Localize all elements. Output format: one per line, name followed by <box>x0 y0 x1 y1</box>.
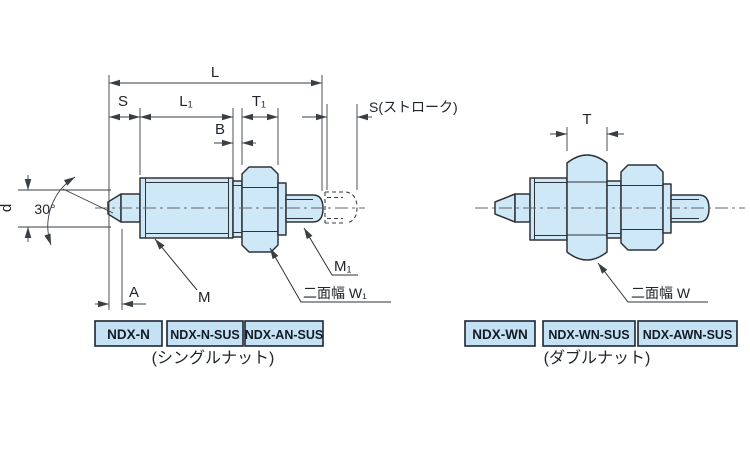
left-caption: (シングルナット) <box>152 349 275 367</box>
leader-label-M: M <box>198 289 211 306</box>
left-exposed-thread <box>232 180 243 238</box>
angle-construction-line <box>62 188 114 214</box>
model-label-ndx-an-sus: NDX-AN-SUS <box>245 328 323 342</box>
right-plunger-part <box>494 154 710 261</box>
dim-label-L: L <box>211 64 219 81</box>
single-nut-view: L S L₁ T₁ S(ストローク) B A d 30° M M₁ 二面幅 W₁… <box>0 64 458 367</box>
leader-M1 <box>303 227 358 276</box>
model-label-ndx-wn: NDX-WN <box>472 327 528 342</box>
left-model-badges <box>94 320 324 347</box>
right-dimension-lines <box>550 127 624 151</box>
stroke-phantom-outline <box>324 191 358 224</box>
right-hex-nut-1 <box>566 154 608 261</box>
leader-label-M1: M₁ <box>334 258 352 275</box>
dim-label-L1: L₁ <box>179 93 192 110</box>
model-label-ndx-wn-sus: NDX-WN-SUS <box>548 328 629 342</box>
model-label-ndx-awn-sus: NDX-AWN-SUS <box>643 328 733 342</box>
leader-label-W: 二面幅 W <box>631 285 691 301</box>
right-threaded-body <box>529 177 568 241</box>
dim-label-angle: 30° <box>34 201 55 217</box>
model-badge-ndx-n <box>94 320 163 347</box>
dim-label-T: T <box>582 111 591 128</box>
model-badge-ndx-n-sus <box>166 320 244 347</box>
dim-label-stroke: S(ストローク) <box>369 99 458 115</box>
right-model-badges <box>464 320 738 347</box>
dim-label-S: S <box>118 93 128 110</box>
model-label-ndx-n-sus: NDX-N-SUS <box>170 328 239 342</box>
dim-label-d: d <box>0 204 15 212</box>
dim-label-T1: T₁ <box>252 93 266 110</box>
right-exposed-thread <box>606 180 622 239</box>
left-leader-lines <box>154 227 391 303</box>
leader-W <box>597 262 708 303</box>
left-hex-nut <box>241 166 279 253</box>
right-caption: (ダブルナット) <box>544 348 651 367</box>
model-badge-ndx-wn <box>464 320 536 347</box>
double-nut-view: T 二面幅 W NDX-WN NDX-WN-SUS NDX-AWN-SUS (ダ… <box>464 111 745 367</box>
left-nut-washer-face <box>277 182 287 236</box>
leader-label-W1: 二面幅 W₁ <box>303 285 367 301</box>
right-hex-nut-2 <box>620 164 664 251</box>
dim-label-B: B <box>215 121 225 138</box>
left-dimension-lines <box>24 79 372 308</box>
model-badge-ndx-wn-sus <box>542 320 636 347</box>
right-threaded-stud <box>670 194 710 223</box>
right-part-details <box>534 178 699 240</box>
dim-label-A: A <box>129 284 139 301</box>
model-badge-ndx-awn-sus <box>637 320 738 347</box>
leader-M <box>154 238 198 291</box>
left-plunger-part <box>107 166 324 253</box>
angle-arc-30deg <box>44 176 76 246</box>
model-label-ndx-n: NDX-N <box>107 327 150 342</box>
model-badge-ndx-an-sus <box>244 320 324 347</box>
leader-W1 <box>269 247 391 303</box>
